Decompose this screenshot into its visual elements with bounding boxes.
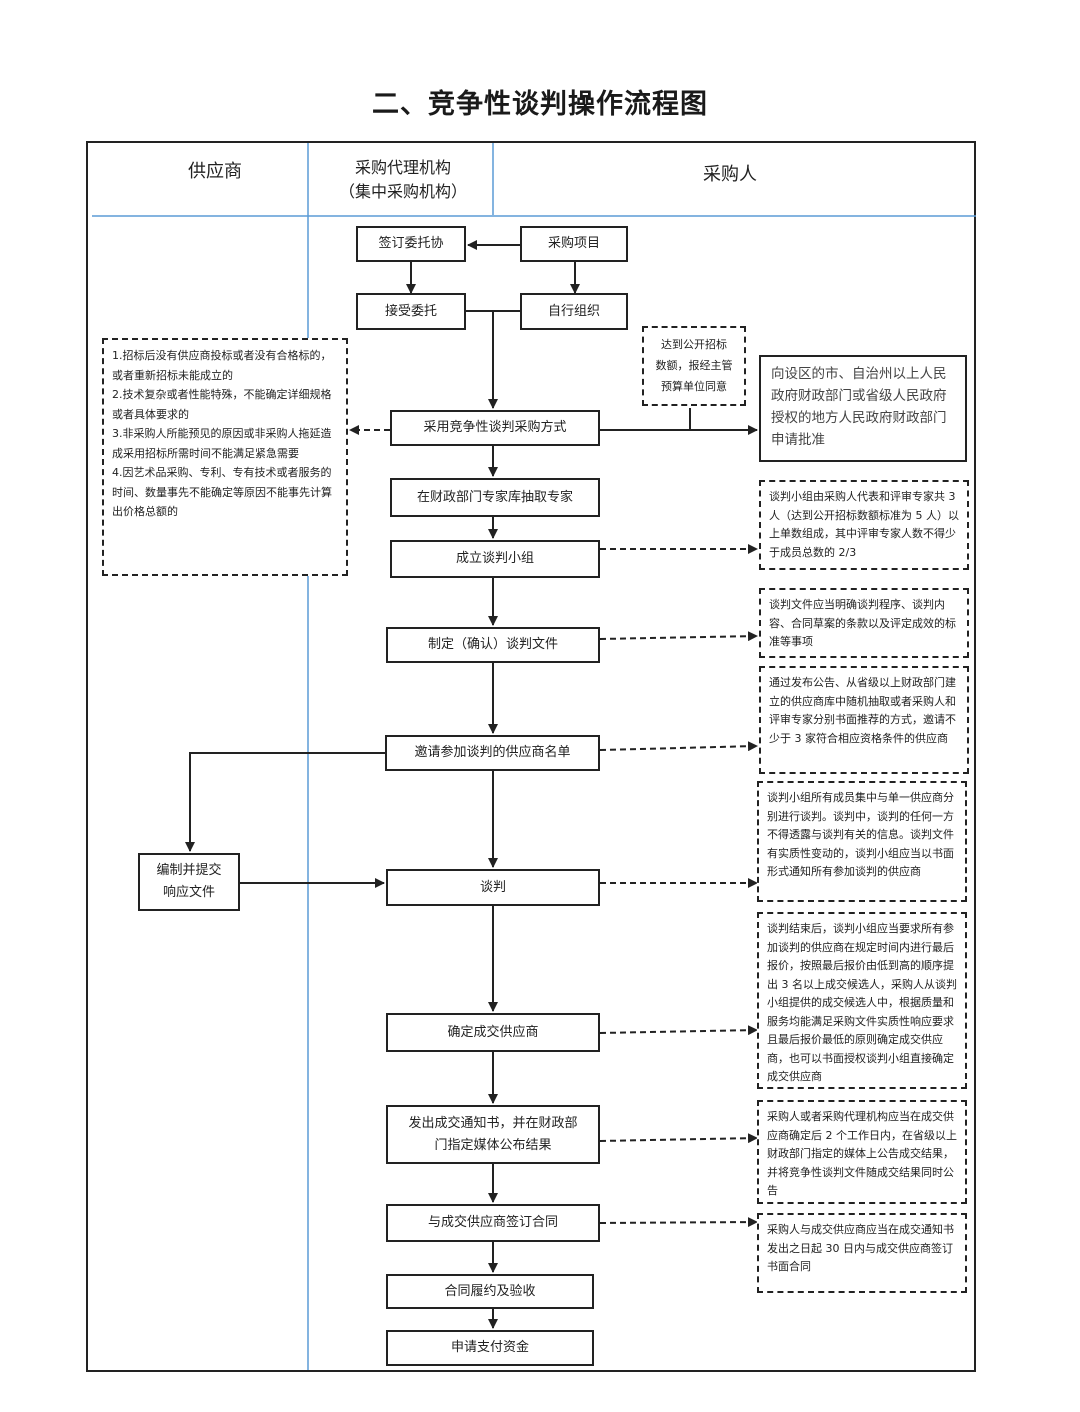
- step-accept-commission[interactable]: 接受委托: [356, 293, 466, 330]
- step-purchase-project[interactable]: 采购项目: [520, 226, 628, 262]
- step-determine-supplier[interactable]: 确定成交供应商: [386, 1013, 600, 1052]
- note-apply-approval: 向设区的市、自治州以上人民政府财政部门或省级人民政府授权的地方人民政府财政部门申…: [759, 355, 967, 462]
- step-prepare-response[interactable]: 编制并提交 响应文件: [138, 853, 240, 911]
- note-group-composition: 谈判小组由采购人代表和评审专家共 3 人（达到公开招标数额标准为 5 人）以上单…: [759, 480, 969, 570]
- step-invite-list[interactable]: 邀请参加谈判的供应商名单: [385, 735, 600, 771]
- flowchart-frame: [86, 141, 976, 1372]
- step-sign-commission[interactable]: 签订委托协: [356, 226, 466, 262]
- page-title: 二、竞争性谈判操作流程图: [372, 89, 708, 120]
- note-invite-method: 通过发布公告、从省级以上财政部门建立的供应商库中随机抽取或者采购人和评审专家分别…: [759, 666, 969, 774]
- step-form-group[interactable]: 成立谈判小组: [390, 540, 600, 578]
- step-self-organize[interactable]: 自行组织: [520, 293, 628, 330]
- step-apply-payment[interactable]: 申请支付资金: [386, 1330, 594, 1366]
- step-sign-contract[interactable]: 与成交供应商签订合同: [386, 1204, 600, 1242]
- lane-header-purchaser: 采购人: [703, 164, 757, 185]
- step-make-docs[interactable]: 制定（确认）谈判文件: [386, 627, 600, 663]
- note-contract-rules: 采购人与成交供应商应当在成交通知书发出之日起 30 日内与成交供应商签订书面合同: [757, 1213, 967, 1293]
- lane-header-agency: 采购代理机构 （集中采购机构）: [338, 158, 467, 201]
- step-adopt-method[interactable]: 采用竞争性谈判采购方式: [390, 410, 600, 446]
- step-draw-experts[interactable]: 在财政部门专家库抽取专家: [390, 478, 600, 517]
- step-performance-acceptance[interactable]: 合同履约及验收: [386, 1274, 594, 1309]
- note-budget-approval: 达到公开招标 数额，报经主管 预算单位同意: [642, 326, 746, 406]
- lane-header-supplier: 供应商: [188, 161, 242, 182]
- step-issue-notice[interactable]: 发出成交通知书，并在财政部 门指定媒体公布结果: [386, 1105, 600, 1164]
- note-negotiation-rules: 谈判小组所有成员集中与单一供应商分别进行谈判。谈判中，谈判的任何一方不得透露与谈…: [757, 781, 967, 902]
- note-doc-content: 谈判文件应当明确谈判程序、谈判内容、合同草案的条款以及评定成效的标准等事项: [759, 588, 969, 658]
- note-applicable-conditions: 1.招标后没有供应商投标或者没有合格标的，或者重新招标未能成立的 2.技术复杂或…: [102, 338, 348, 576]
- note-determine-rules: 谈判结束后，谈判小组应当要求所有参加谈判的供应商在规定时间内进行最后报价，按照最…: [757, 912, 967, 1089]
- step-negotiate[interactable]: 谈判: [386, 869, 600, 906]
- note-announce-rules: 采购人或者采购代理机构应当在成交供应商确定后 2 个工作日内，在省级以上财政部门…: [757, 1100, 967, 1204]
